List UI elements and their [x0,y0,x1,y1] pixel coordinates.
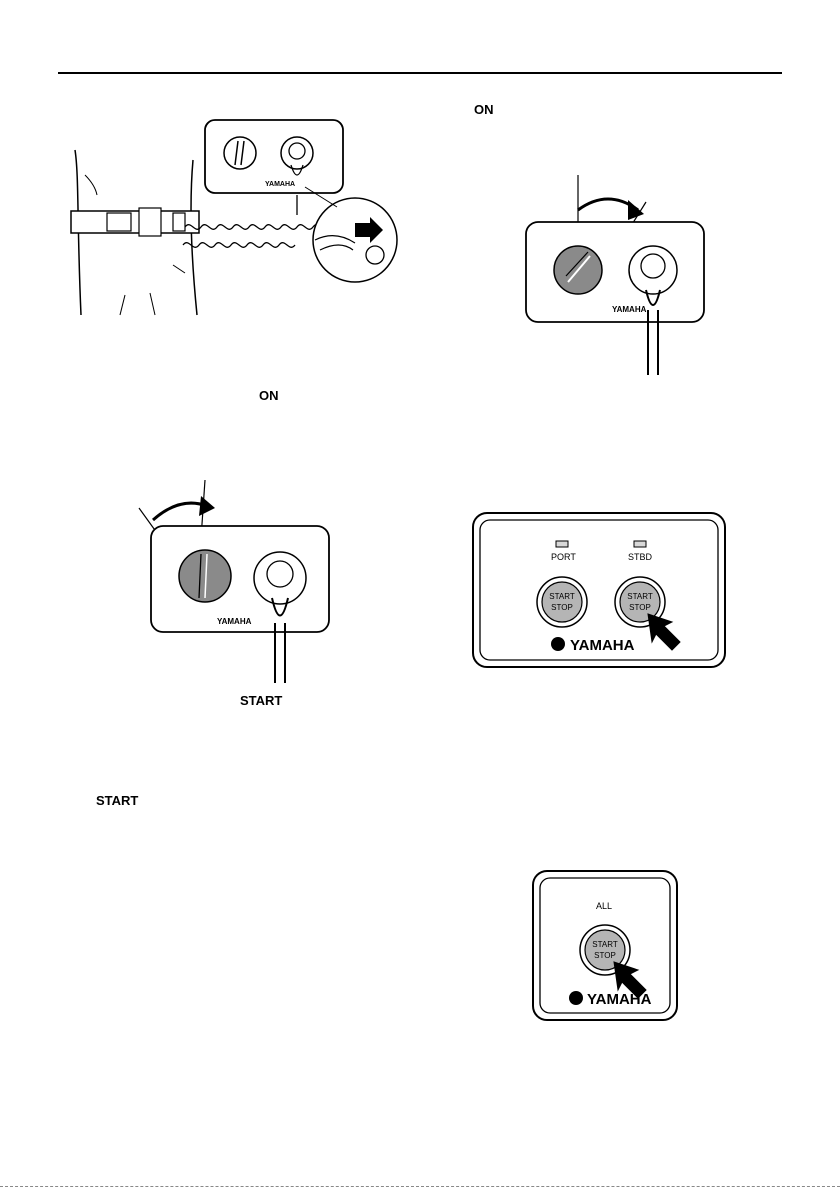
lanyard-figure: YAMAHA [65,115,400,320]
dual-start-panel-figure: PORT STBD START STOP START STOP YAMAHA [470,510,730,670]
header-rule [58,72,782,74]
panel-brand-1: YAMAHA [265,181,295,188]
panel-brand-4: YAMAHA [570,637,635,654]
port-start-text: START [549,592,575,601]
key-start-figure: YAMAHA [135,478,335,688]
port-stop-text: STOP [551,603,573,612]
all-label: ALL [596,901,612,911]
all-start-text: START [592,940,618,949]
stbd-label: STBD [628,552,653,562]
panel-brand-2: YAMAHA [612,305,647,314]
label-start-mid: START [240,693,282,708]
port-label: PORT [551,552,576,562]
label-start-left: START [96,793,138,808]
all-start-panel-figure: ALL START STOP YAMAHA [530,868,680,1023]
stbd-stop-text: STOP [629,603,651,612]
panel-brand-5: YAMAHA [587,991,652,1008]
page-bottom-edge [0,1186,840,1187]
all-stop-text: STOP [594,951,616,960]
label-on-mid: ON [259,388,279,403]
key-on-figure: YAMAHA [520,170,710,380]
panel-brand-3: YAMAHA [217,617,252,626]
stbd-start-text: START [627,592,653,601]
label-on-top: ON [474,102,494,117]
